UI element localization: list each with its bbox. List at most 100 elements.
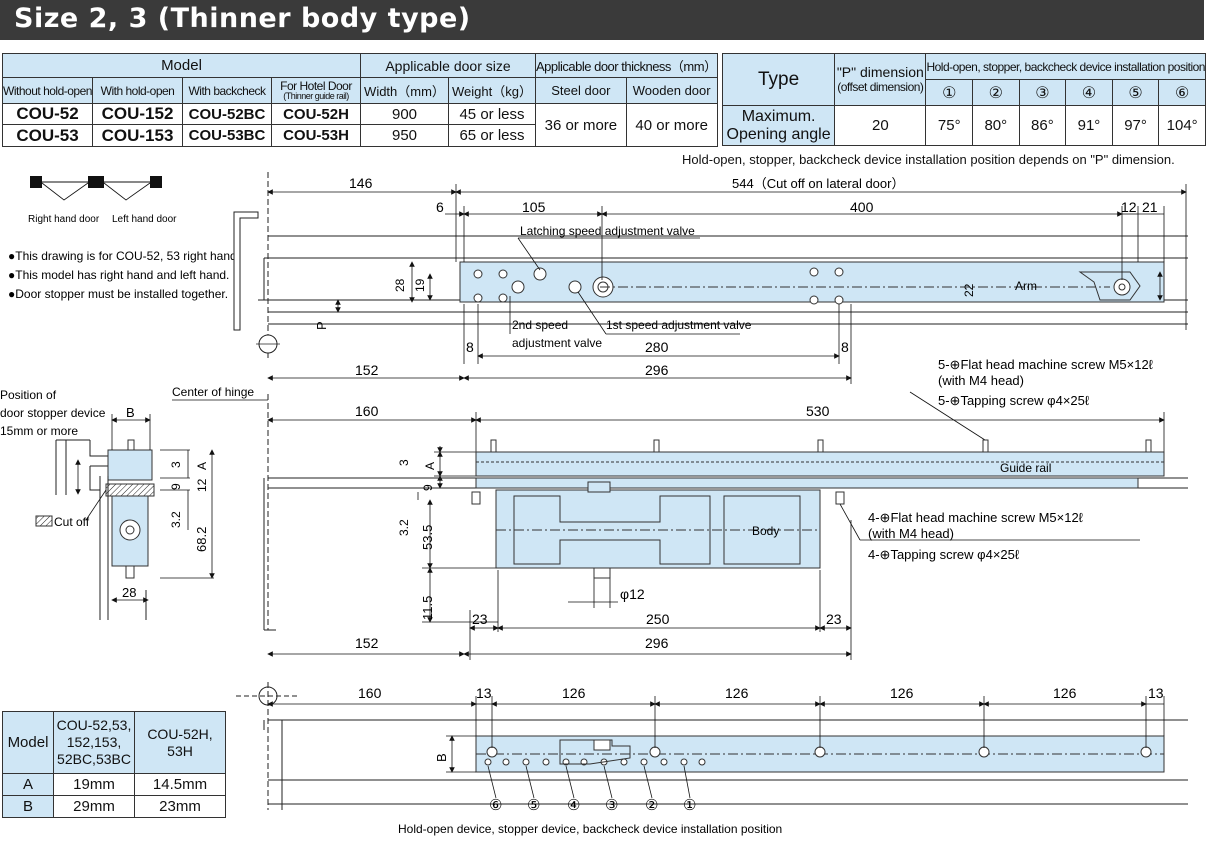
ab-model-header: Model bbox=[2, 711, 54, 774]
col-wooden: Wooden door bbox=[625, 77, 718, 104]
model-group-header: Model bbox=[2, 53, 361, 78]
angle-value: 86° bbox=[1018, 105, 1067, 146]
screw4-label-1: 4-⊕Flat head machine screw M5×12ℓ bbox=[868, 510, 1084, 525]
dim-28: 28 bbox=[393, 278, 407, 292]
screw5-label-2: (with M4 head) bbox=[938, 373, 1024, 388]
position-marker-6: ⑥ bbox=[489, 797, 502, 814]
screw5-label-1: 5-⊕Flat head machine screw M5×12ℓ bbox=[938, 357, 1154, 372]
dim-126: 126 bbox=[725, 685, 749, 701]
stopper-dim-28: 28 bbox=[122, 585, 136, 600]
title-bar: Size 2, 3 (Thinner body type) bbox=[0, 0, 1204, 40]
dim-152-b: 152 bbox=[355, 635, 379, 651]
dim-a: A bbox=[423, 462, 437, 470]
position-marker: ① bbox=[925, 79, 974, 106]
note-1: ●This drawing is for COU-52, 53 right ha… bbox=[8, 249, 240, 263]
ab-col1-l2: 152,153, bbox=[66, 734, 122, 750]
arm-label: Arm bbox=[1015, 279, 1037, 293]
thickness-header: Applicable door thickness（mm） bbox=[535, 53, 718, 78]
screw4-label-3: 4-⊕Tapping screw φ4×25ℓ bbox=[868, 547, 1020, 562]
dim-9: 9 bbox=[421, 484, 435, 491]
ab-col2-l1: COU-52H, bbox=[147, 725, 213, 742]
dim-146: 146 bbox=[349, 175, 373, 191]
cut-off-label: Cut off bbox=[54, 515, 90, 529]
dim-13-left: 13 bbox=[476, 685, 492, 701]
dim-126: 126 bbox=[890, 685, 914, 701]
dim-phi12: φ12 bbox=[620, 586, 645, 602]
screw4-label-2: (with M4 head) bbox=[868, 526, 954, 541]
stopper-dim-3: 3 bbox=[169, 461, 183, 468]
first-valve-label: 1st speed adjustment valve bbox=[606, 318, 752, 332]
model-table: Model Applicable door size Applicable do… bbox=[2, 53, 718, 147]
dim-280: 280 bbox=[645, 339, 669, 355]
dim-23-right: 23 bbox=[826, 611, 842, 627]
col-hotel-label: For Hotel Door bbox=[280, 78, 352, 93]
stopper-dim-68-2: 68.2 bbox=[194, 527, 209, 552]
p-header-sub: (offset dimension) bbox=[837, 80, 924, 94]
body-label: Body bbox=[752, 524, 779, 538]
col-hotel: For Hotel Door(Thinner guide rail) bbox=[271, 77, 361, 104]
stopper-pos-1: Position of bbox=[0, 388, 57, 402]
angle-row-label: Maximum.Opening angle bbox=[721, 105, 836, 146]
position-marker-4: ④ bbox=[567, 797, 580, 814]
angle-label-line1: Maximum. bbox=[741, 107, 816, 125]
dim-3-2: 3.2 bbox=[397, 519, 411, 536]
dim-21: 21 bbox=[1142, 199, 1158, 215]
weight-cell: 45 or less bbox=[448, 103, 536, 125]
dim-296-b: 296 bbox=[645, 635, 669, 651]
dim-11-5: 11.5 bbox=[420, 596, 435, 620]
guide-rail bbox=[475, 451, 1165, 477]
col-width: Width（mm） bbox=[360, 77, 449, 104]
col-steel: Steel door bbox=[535, 77, 627, 104]
note-3: ●Door stopper must be installed together… bbox=[8, 287, 228, 301]
stopper-dim-9: 9 bbox=[169, 483, 183, 490]
stopper-pos-3: 15mm or more bbox=[0, 424, 78, 438]
model-cell: COU-153 bbox=[92, 124, 183, 147]
angle-value: 97° bbox=[1111, 105, 1160, 146]
model-cell: COU-52BC bbox=[182, 103, 272, 125]
note-2: ●This model has right hand and left hand… bbox=[8, 268, 229, 282]
col-with: With hold-open bbox=[92, 77, 183, 104]
ab-col1-header: COU-52,53,152,153,52BC,53BC bbox=[53, 711, 135, 774]
dim-530: 530 bbox=[806, 403, 830, 419]
col-weight: Weight（kg） bbox=[448, 77, 536, 104]
dim-6: 6 bbox=[436, 199, 444, 215]
col-without: Without hold-open bbox=[2, 77, 93, 104]
ab-col1-l3: 52BC,53BC bbox=[57, 751, 131, 767]
ab-col2-l2: 53H bbox=[167, 742, 193, 759]
model-cell: COU-53 bbox=[2, 124, 93, 147]
dim-b-bottom: B bbox=[434, 753, 449, 762]
dim-126: 126 bbox=[1053, 685, 1077, 701]
angle-label-line2: Opening angle bbox=[726, 125, 831, 143]
dim-23-left: 23 bbox=[472, 611, 488, 627]
stopper-pos-2: door stopper device bbox=[0, 406, 106, 420]
position-marker: ⑤ bbox=[1111, 79, 1160, 106]
dim-53-5: 53.5 bbox=[420, 525, 435, 550]
dim-12: 12 bbox=[1121, 199, 1137, 215]
col-backcheck: With backcheck bbox=[182, 77, 272, 104]
ab-row-label: B bbox=[2, 795, 54, 818]
ab-value: 23mm bbox=[134, 795, 226, 818]
model-cell: COU-53H bbox=[271, 124, 361, 147]
ab-table: Model COU-52,53,152,153,52BC,53BC COU-52… bbox=[2, 711, 226, 818]
stopper-detail bbox=[35, 414, 215, 620]
position-marker-5: ⑤ bbox=[527, 797, 540, 814]
dim-22: 22 bbox=[962, 283, 976, 297]
center-of-hinge-label: Center of hinge bbox=[172, 385, 254, 399]
angle-value: 75° bbox=[925, 105, 974, 146]
dim-3: 3 bbox=[397, 459, 411, 466]
closer-body bbox=[495, 489, 821, 569]
dim-544: 544（Cut off on lateral door） bbox=[732, 176, 904, 191]
page-title: Size 2, 3 (Thinner body type) bbox=[14, 3, 471, 34]
weight-cell: 65 or less bbox=[448, 124, 536, 147]
door-hand-icon bbox=[30, 176, 162, 201]
position-marker-1: ① bbox=[683, 797, 696, 814]
col-hotel-sub: (Thinner guide rail) bbox=[283, 90, 349, 101]
ab-col1-l1: COU-52,53, bbox=[56, 717, 132, 733]
p-dim-label: P bbox=[314, 321, 329, 330]
stopper-dim-b: B bbox=[126, 405, 135, 420]
position-marker: ⑥ bbox=[1158, 79, 1206, 106]
second-valve-label-1: 2nd speed bbox=[512, 318, 568, 332]
dim-152: 152 bbox=[355, 362, 379, 378]
screw5-label-3: 5-⊕Tapping screw φ4×25ℓ bbox=[938, 393, 1090, 408]
